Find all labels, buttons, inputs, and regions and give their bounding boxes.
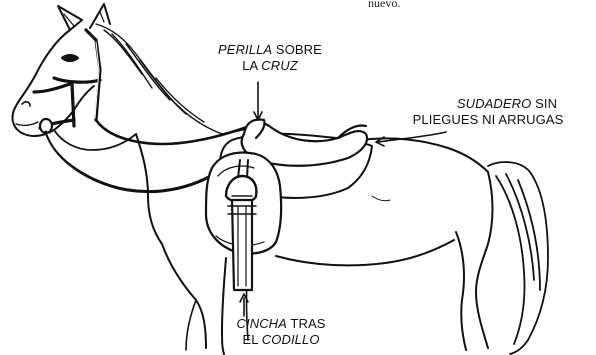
mane <box>96 24 222 134</box>
top-text-fragment: nuevo. <box>368 0 400 11</box>
ear-right <box>90 4 110 28</box>
neck <box>136 134 162 244</box>
tail <box>488 162 548 354</box>
hindquarters <box>456 172 493 350</box>
foreleg-near <box>162 244 226 354</box>
nostril <box>22 102 30 106</box>
bridle <box>34 30 100 128</box>
mouth <box>16 122 38 125</box>
label-pommel: PERILLA SOBRE LA CRUZ <box>208 42 332 74</box>
eye <box>62 55 78 61</box>
label-girth: CINCHA TRAS EL CODILLO <box>222 316 340 348</box>
ear-left <box>58 6 82 30</box>
belly <box>276 240 454 265</box>
label-saddle-pad: SUDADERO SIN PLIEGUES NI ARRUGAS <box>394 96 582 128</box>
